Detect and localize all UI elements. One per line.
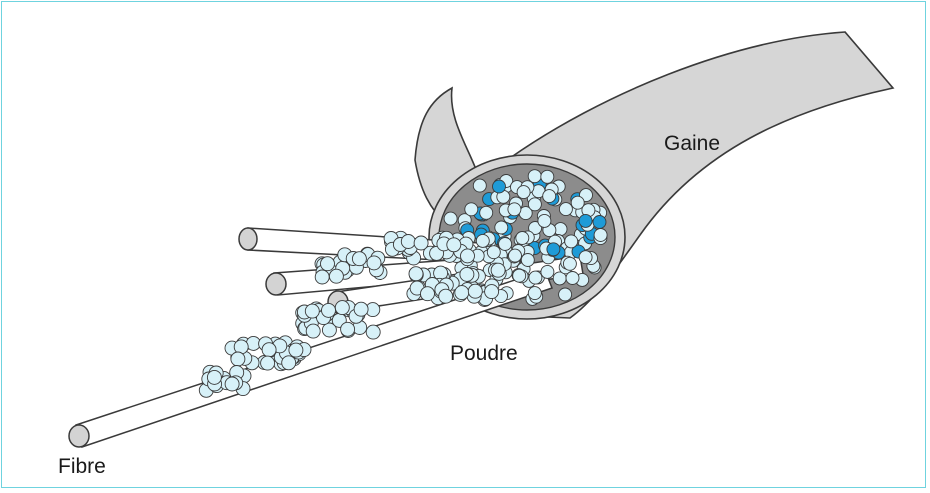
powder-particle <box>414 236 428 250</box>
powder-particle <box>409 267 423 281</box>
powder-particle <box>329 269 343 283</box>
powder-particle <box>559 288 572 301</box>
powder-particle <box>335 301 349 315</box>
powder-particle <box>528 170 541 183</box>
powder-particle <box>541 265 554 278</box>
powder-particle <box>473 179 486 192</box>
powder-particle <box>231 352 245 366</box>
powder-particle <box>447 238 461 252</box>
powder-particle <box>354 302 368 316</box>
fibre-top-end <box>239 228 257 250</box>
powder-particle <box>315 270 329 284</box>
powder-particle <box>495 221 508 234</box>
powder-particle <box>509 249 522 262</box>
powder-particle <box>485 285 499 299</box>
powder-particle <box>207 370 221 384</box>
powder-particle <box>513 269 526 282</box>
powder-particle <box>579 251 592 264</box>
powder-particle <box>508 203 521 216</box>
powder-particle <box>594 229 607 242</box>
powder-particle <box>480 206 493 219</box>
powder-particle <box>559 203 572 216</box>
powder-particle <box>543 190 556 203</box>
powder-particle <box>306 324 320 338</box>
fibre-long-end <box>69 425 89 447</box>
powder-particle <box>476 234 489 247</box>
powder-particle <box>493 180 506 193</box>
powder-particle <box>538 214 551 227</box>
powder-particle <box>322 303 336 317</box>
powder-particle <box>541 170 554 183</box>
powder-particle <box>491 263 505 277</box>
powder-particle <box>460 267 474 281</box>
powder-particle <box>305 304 319 318</box>
powder-particle <box>366 325 380 339</box>
label-fibre: Fibre <box>58 456 106 477</box>
powder-particle <box>289 343 303 357</box>
powder-particle <box>282 356 296 370</box>
powder-particle <box>529 271 542 284</box>
powder-particle <box>262 343 276 357</box>
fibre-middle-end <box>266 273 286 295</box>
powder-particle <box>499 238 512 251</box>
powder-particle <box>566 272 579 285</box>
powder-particle <box>528 287 541 300</box>
powder-particle <box>465 203 478 216</box>
label-gaine: Gaine <box>664 133 720 154</box>
powder-particle <box>565 235 578 248</box>
powder-particle <box>367 256 381 270</box>
powder-particle <box>401 235 415 249</box>
powder-particle <box>261 356 275 370</box>
powder-particle <box>487 246 500 259</box>
powder-particle <box>461 249 475 263</box>
powder-particle <box>517 186 530 199</box>
powder-particle <box>444 212 457 225</box>
label-poudre: Poudre <box>450 343 518 364</box>
powder-particle <box>455 286 469 300</box>
powder-particle <box>352 252 366 266</box>
powder-particle <box>528 198 541 211</box>
powder-particle <box>225 377 239 391</box>
powder-particle <box>439 289 453 303</box>
powder-particle <box>468 284 482 298</box>
powder-particle <box>421 287 435 301</box>
powder-particle <box>341 322 355 336</box>
powder-particle <box>571 196 584 209</box>
powder-particle <box>516 232 529 245</box>
powder-particle <box>579 214 592 227</box>
powder-particle <box>563 257 576 270</box>
powder-particle <box>593 216 606 229</box>
powder-particle <box>547 243 560 256</box>
powder-particle <box>321 257 335 271</box>
